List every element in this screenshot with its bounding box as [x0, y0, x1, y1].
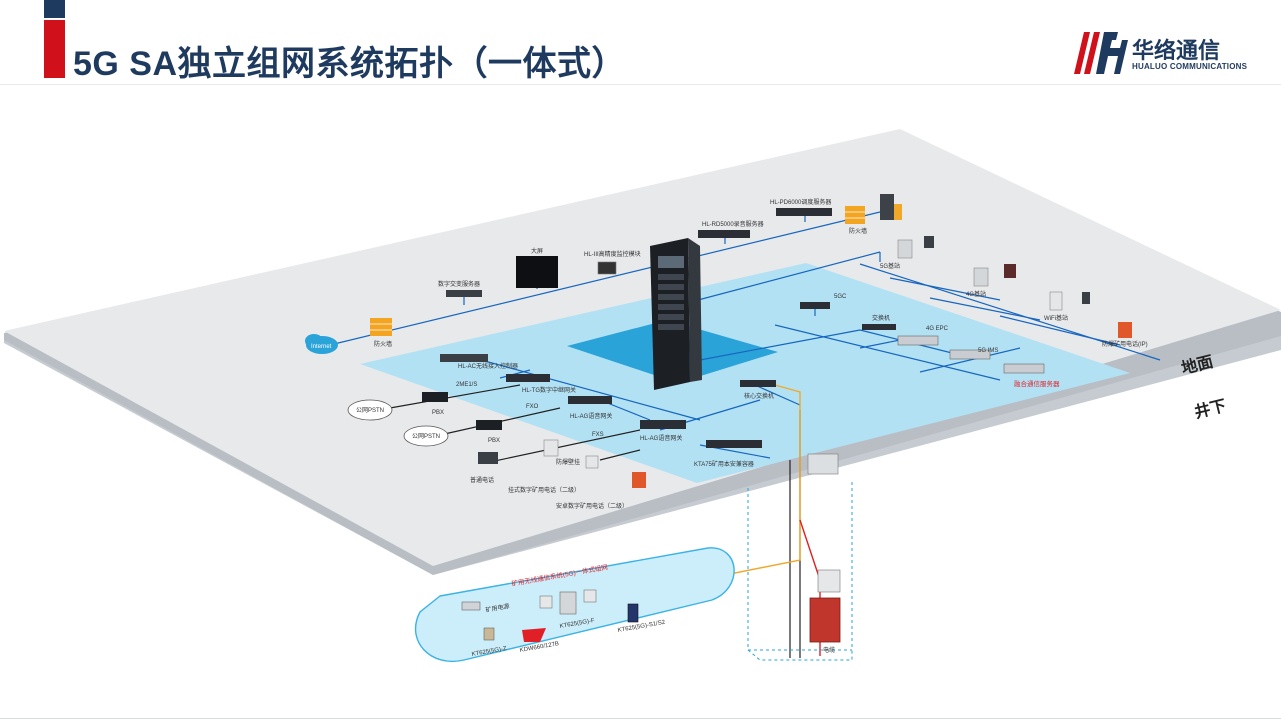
pbx-2-label: PBX	[488, 438, 500, 444]
5g-bs-device	[897, 239, 913, 259]
kt-z-device	[483, 627, 495, 641]
hl-ag2-label: HL-AG语音网关	[640, 434, 682, 442]
floor-zone-light	[360, 263, 1130, 483]
zone-label-underground: 井下	[1192, 396, 1228, 422]
company-logo: 华络通信 HUALUO COMMUNICATIONS	[1072, 30, 1252, 80]
5gc-device	[800, 302, 830, 309]
hanging-phone-label: 挂式数字矿用电话（二级）	[508, 486, 580, 494]
pbx-1-device	[422, 392, 448, 402]
firewall-right-label: 防火墙	[849, 227, 867, 235]
hl-ag-label: HL-AG语音网关	[570, 412, 612, 420]
fusion-server-device	[1003, 363, 1045, 374]
network-topology-diagram: 地面 井下	[4, 129, 1281, 663]
shaft-radio-device	[817, 569, 841, 593]
footer-divider	[0, 718, 1281, 719]
wifi-terminal	[1082, 292, 1090, 304]
logo-chinese-name: 华络通信	[1132, 38, 1221, 63]
digital-server-label: 数字交变服务器	[438, 280, 480, 288]
kta-device	[706, 440, 762, 448]
4g-bs-terminal	[1004, 264, 1016, 278]
android-phone-device	[632, 472, 646, 488]
5g-ims-device	[949, 349, 991, 360]
ip-phone-device	[1118, 322, 1132, 338]
internet-cloud: Internet	[305, 334, 338, 354]
page-title: 5G SA独立组网系统拓扑（一体式）	[73, 45, 627, 83]
top-accent-bar	[44, 0, 65, 18]
kdw-device	[522, 628, 546, 642]
central-server-rack	[650, 238, 702, 390]
firewall-left-icon	[370, 318, 392, 336]
logo-mark-icon	[1074, 32, 1128, 74]
rd5000-label: HL-RD5000录音服务器	[702, 220, 764, 228]
header-divider	[0, 84, 1281, 85]
rd5000-device	[698, 230, 750, 238]
kt-f-device	[559, 591, 577, 615]
shaft-top-device	[807, 453, 839, 475]
hl-ag-device	[568, 396, 612, 404]
pstn-1-label: 公网PSTN	[356, 407, 384, 414]
wall-phone-device	[543, 439, 559, 457]
monitor-label: HL-III高精度监控模块	[584, 250, 641, 258]
normal-phone-label: 普通电话	[470, 476, 494, 484]
pstn-1-cloud: 公网PSTN	[347, 399, 393, 421]
big-screen-device	[516, 256, 558, 288]
switch-label: 交换机	[872, 314, 890, 322]
pstn-2-cloud: 公网PSTN	[403, 425, 449, 447]
switch-device	[862, 324, 896, 330]
shaft-label: 电缆	[823, 646, 835, 654]
mine-shaft-outline	[747, 482, 853, 661]
normal-phone-device	[478, 452, 498, 464]
5g-ims-label: 5G IMS	[978, 348, 998, 354]
hanging-phone-device	[585, 455, 599, 469]
digital-server-device	[446, 290, 482, 297]
hl-ac-label: HL-AC无线接入控制器	[458, 362, 518, 370]
android-phone-label: 安卓数字矿用电话（二级）	[556, 502, 628, 510]
4g-epc-label: 4G EPC	[926, 326, 949, 332]
4g-bs-device	[973, 267, 989, 287]
title-accent-bar	[44, 20, 65, 78]
hl-ag2-device	[640, 420, 686, 429]
hl-tg-label: HL-TG数字中继网关	[522, 386, 576, 394]
hl-tg-device	[506, 374, 550, 382]
monitor-device	[597, 261, 617, 275]
kta-label: KTA75矿用本安兼容器	[694, 460, 754, 468]
pbx-2-device	[476, 420, 502, 430]
firewall-left-label: 防火墙	[374, 340, 392, 348]
firewall-right-icon	[845, 206, 865, 224]
wall-phone-label: 防爆壁挂	[556, 458, 580, 466]
wifi-ap-label: WiFi基站	[1044, 314, 1068, 322]
4g-epc-device	[897, 335, 939, 346]
kt-s-device	[627, 603, 639, 623]
core-switch-device	[740, 380, 776, 387]
big-screen-label: 大屏	[531, 247, 543, 255]
ip-phone-label: 防爆矿用电话(IP)	[1102, 340, 1148, 348]
fxo-label: FXO	[526, 404, 539, 410]
5g-bs-terminal	[924, 236, 934, 248]
fusion-server-label: 融合通信服务器	[1014, 379, 1060, 388]
5gc-label: 5GC	[834, 294, 847, 300]
mine-power-device	[461, 601, 481, 611]
pd6000-label: HL-PD6000调度服务器	[770, 198, 831, 206]
kt-f-antenna-left	[539, 595, 553, 609]
explosion-proof-cabinet	[809, 597, 841, 643]
hl-ac-device	[440, 354, 488, 362]
5g-bs-label: 5G基站	[880, 262, 900, 270]
internet-label: Internet	[311, 344, 332, 350]
pstn-2-label: 公网PSTN	[412, 433, 440, 440]
core-switch-label: 核心交换机	[744, 392, 774, 400]
pd6000-device	[776, 208, 832, 216]
building-icon	[880, 194, 902, 220]
logo-english-name: HUALUO COMMUNICATIONS	[1132, 62, 1248, 71]
e1-label: 2ME1/S	[456, 382, 477, 388]
fxs-label: FXS	[592, 432, 604, 438]
wifi-ap-device	[1049, 291, 1063, 311]
4g-bs-label: 4G基站	[966, 290, 986, 298]
kt-f-antenna-right	[583, 589, 597, 603]
pbx-1-label: PBX	[432, 410, 444, 416]
